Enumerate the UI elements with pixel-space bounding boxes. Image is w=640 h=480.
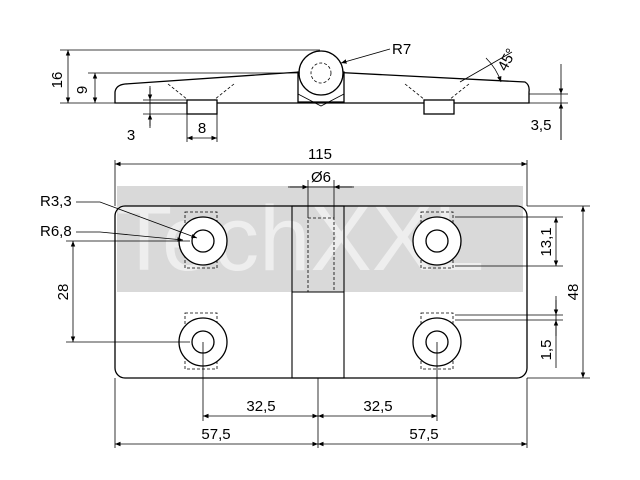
- r33-label: R3,3: [40, 193, 72, 210]
- dim-3-label: 3: [127, 127, 135, 144]
- dim-d6-label: Ø6: [311, 169, 331, 186]
- knuckle-gap: [297, 93, 345, 107]
- dim-48-label: 48: [565, 284, 582, 301]
- hole-top-right: [412, 211, 462, 269]
- r7-leader: [340, 48, 391, 64]
- dim-9-label: 9: [74, 86, 91, 94]
- knuckle-circle: [298, 50, 344, 96]
- dim-28-label: 28: [55, 284, 72, 301]
- dim-575-left-label: 57,5: [201, 426, 230, 443]
- angle-45-ref: [459, 51, 513, 83]
- pin-hidden-top: [307, 217, 335, 293]
- r33-leader: [76, 201, 198, 239]
- angle-45-label: 45°: [495, 46, 521, 74]
- angle-45-arc: [485, 57, 502, 83]
- dim-115-label: 115: [308, 146, 332, 163]
- right-boss: [423, 99, 455, 115]
- dim-16-label: 16: [49, 72, 66, 89]
- dim-15-label: 1,5: [538, 340, 555, 361]
- left-countersink-hidden: [167, 83, 235, 101]
- hole-top-right-bore: [425, 229, 449, 253]
- r68-label: R6,8: [40, 223, 72, 240]
- dim-131-label: 13,1: [538, 227, 555, 256]
- dim-325-left-label: 32,5: [246, 398, 275, 415]
- left-boss: [186, 99, 218, 115]
- hole-top-left-bore: [191, 229, 215, 253]
- side-view: 16 9 3 8 R7 45° 3,5: [49, 41, 568, 144]
- dim-575-right-label: 57,5: [409, 426, 438, 443]
- r68-leader: [76, 231, 184, 242]
- hole-top-left: [178, 211, 228, 269]
- r7-label: R7: [392, 41, 411, 58]
- right-countersink-hidden: [404, 83, 470, 101]
- dim-8-label: 8: [198, 120, 206, 137]
- dim-325-right-label: 32,5: [363, 398, 392, 415]
- top-view: TechXXL 115: [40, 146, 590, 448]
- dim-35-label: 3,5: [531, 117, 552, 134]
- pin-hidden: [310, 62, 332, 84]
